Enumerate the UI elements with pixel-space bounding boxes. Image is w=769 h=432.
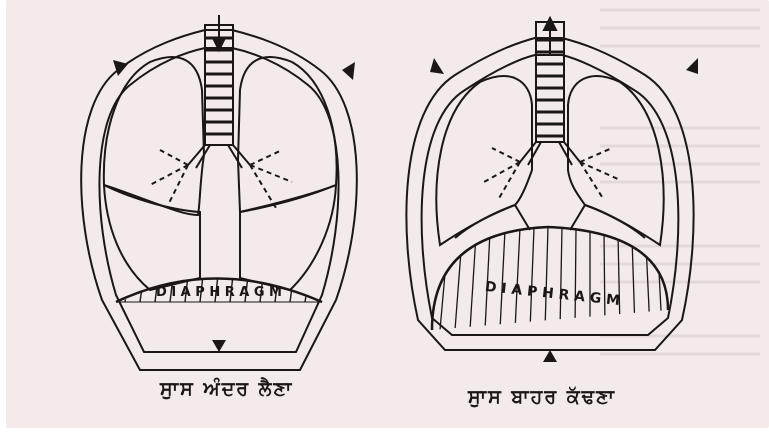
- arrow-head-right-bottom: [543, 350, 557, 362]
- caption-inhale: ਸੁਾਸ ਅੰਦਰ ਲੈਣਾ: [160, 378, 293, 400]
- ribcage-inner-left: [99, 48, 338, 352]
- diaphragm-label-left: D I A P H R A G M: [156, 285, 282, 300]
- caption-exhale: ਸੁਾਸ ਬਾਹਰ ਕੱਢਣਾ: [468, 386, 616, 408]
- ribcage-outer-left: [81, 30, 357, 370]
- arrow-head-left-top-left: [113, 60, 128, 76]
- diaphragm-right: [432, 227, 668, 330]
- right-lung-1: [238, 57, 337, 212]
- arrow-head-left-top-right: [342, 62, 355, 80]
- arrow-head-right-top-right: [686, 58, 698, 74]
- ribcage-outer-right: [406, 38, 693, 350]
- arrow-head-right-top-left: [430, 58, 444, 74]
- left-lung-lower-1: [104, 185, 200, 290]
- arrow-head-left-bottom: [212, 340, 226, 352]
- right-lung-lower-1: [240, 185, 336, 290]
- background-text-lines: [600, 10, 760, 354]
